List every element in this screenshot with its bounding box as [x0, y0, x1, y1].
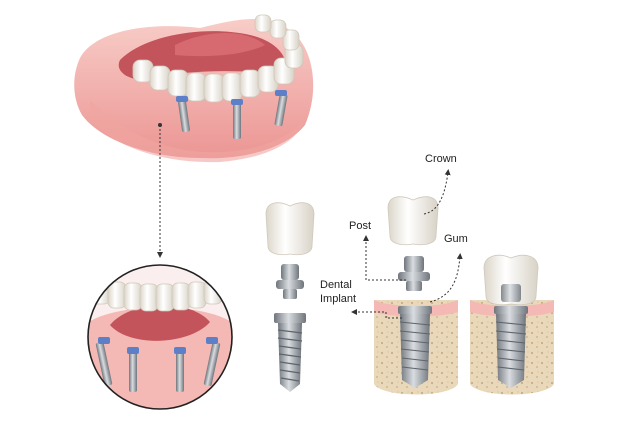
full-arch-jaw-illustration [74, 14, 314, 163]
post-arrow [363, 235, 406, 281]
crown-arrow [423, 169, 451, 215]
implant-arrow [351, 309, 402, 319]
dental-implant-label-line1: Dental [320, 279, 352, 291]
exploded-crown [265, 202, 315, 256]
post-label: Post [349, 220, 372, 232]
cross-section-assembled [470, 254, 554, 395]
gum-arrow [429, 253, 463, 303]
gum-label: Gum [444, 233, 468, 245]
label-arrows [351, 169, 463, 319]
exploded-abutment [276, 264, 304, 299]
cross-section-labeled [374, 196, 458, 395]
magnified-jaw-circle [87, 264, 233, 410]
dental-implant-label-line2: Implant [320, 293, 357, 305]
exploded-implant-screw [274, 313, 306, 392]
crown-label: Crown [425, 153, 457, 165]
focus-dot [158, 123, 162, 127]
